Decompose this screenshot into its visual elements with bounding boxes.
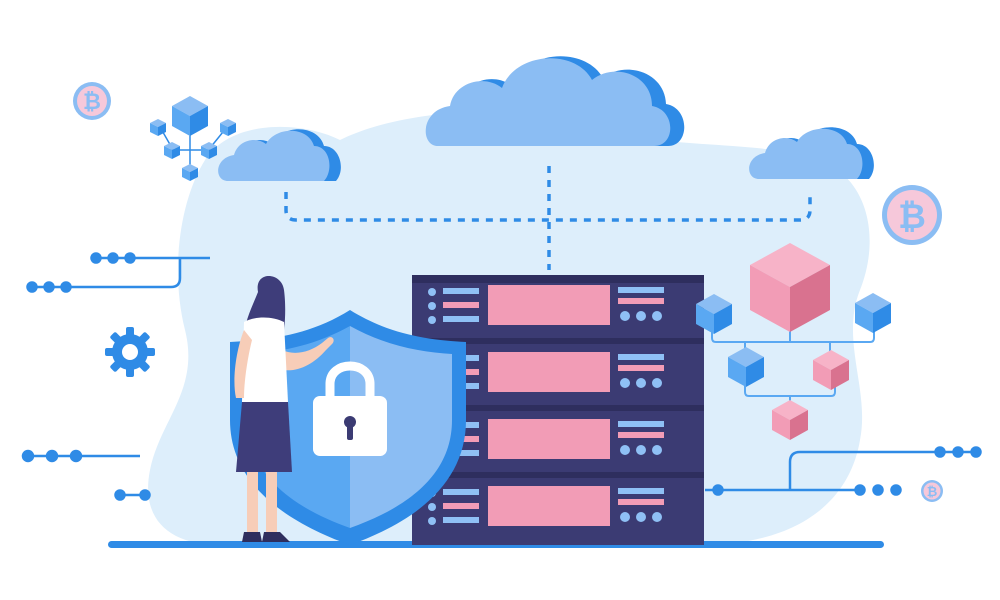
left-circuit-lines: [21, 252, 210, 501]
gear-icon: [105, 327, 155, 377]
cloud-dotted-connections: [284, 166, 812, 270]
server-unit: [428, 486, 664, 526]
padlock-icon: [313, 361, 387, 456]
cube-icon: [150, 119, 166, 136]
bitcoin-coin-icon-right: ₿: [882, 185, 942, 245]
woman-figure: [234, 276, 334, 542]
cube-icon: [172, 96, 208, 136]
blockchain-cubes-right: [696, 243, 891, 440]
blockchain-cubes-top-left: [150, 96, 236, 181]
cloud-left: [218, 129, 341, 181]
cube-icon: [220, 119, 236, 136]
cube-icon: [772, 400, 808, 440]
coin-symbol: ₿: [898, 197, 926, 237]
bitcoin-coin-icon-small: ₿: [921, 480, 943, 502]
cloud-right: [749, 127, 874, 179]
bitcoin-coin-icon-top-left: ₿: [73, 82, 111, 120]
cube-icon: [696, 294, 732, 334]
server-unit: [428, 285, 664, 325]
cube-icon: [164, 142, 180, 159]
cube-icon: [813, 350, 849, 390]
cube-icon: [201, 142, 217, 159]
right-circuit-lines: [705, 446, 982, 496]
cube-icon: [750, 243, 830, 332]
cube-icon: [855, 293, 891, 333]
cube-icon: [728, 347, 764, 387]
coin-symbol: ₿: [927, 485, 938, 500]
cube-icon: [182, 164, 198, 181]
coin-symbol: ₿: [83, 90, 101, 115]
cloud-large: [425, 56, 685, 146]
